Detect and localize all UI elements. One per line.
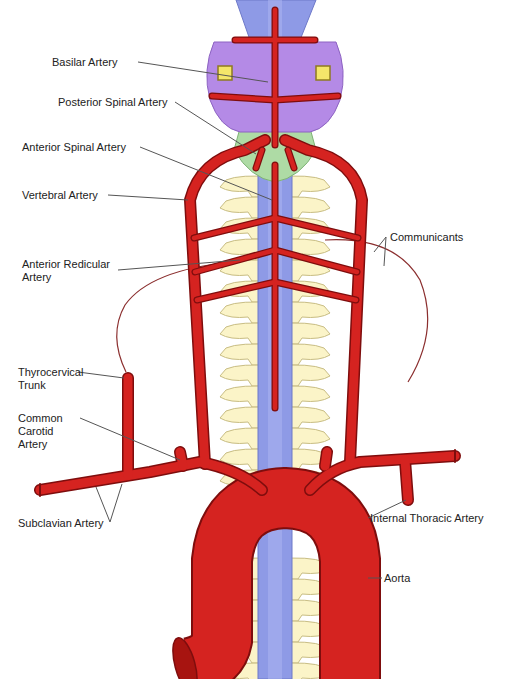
leader-line: [80, 418, 180, 460]
nerve-root: [218, 66, 232, 80]
communicant: [117, 262, 232, 372]
part-label: Thyrocervical Trunk: [18, 366, 80, 392]
leader-line: [374, 237, 386, 266]
part-label: Internal Thoracic Artery: [370, 512, 484, 525]
part-label: Posterior Spinal Artery: [58, 96, 167, 109]
part-label: Subclavian Artery: [18, 517, 104, 530]
communicant: [325, 240, 428, 382]
leader-line: [78, 372, 124, 378]
leader-line: [368, 578, 382, 579]
part-label: Communicants: [390, 231, 463, 244]
aorta: [168, 498, 350, 679]
leader-line: [96, 484, 122, 522]
leader-line: [118, 260, 240, 270]
part-label: Aorta: [384, 572, 410, 585]
leader-line: [138, 62, 268, 82]
part-label: Anterior Redicular Artery: [22, 258, 122, 284]
part-label: Anterior Spinal Artery: [22, 141, 126, 154]
leader-line: [108, 195, 188, 200]
leader-line: [175, 102, 256, 154]
leader-line: [140, 147, 272, 200]
arteries: [40, 10, 455, 500]
nerve-root: [316, 66, 330, 80]
part-label: Common Carotid Artery: [18, 412, 84, 451]
part-label: Basilar Artery: [52, 56, 117, 69]
part-label: Vertebral Artery: [22, 189, 98, 202]
leader-lines: [78, 62, 406, 578]
